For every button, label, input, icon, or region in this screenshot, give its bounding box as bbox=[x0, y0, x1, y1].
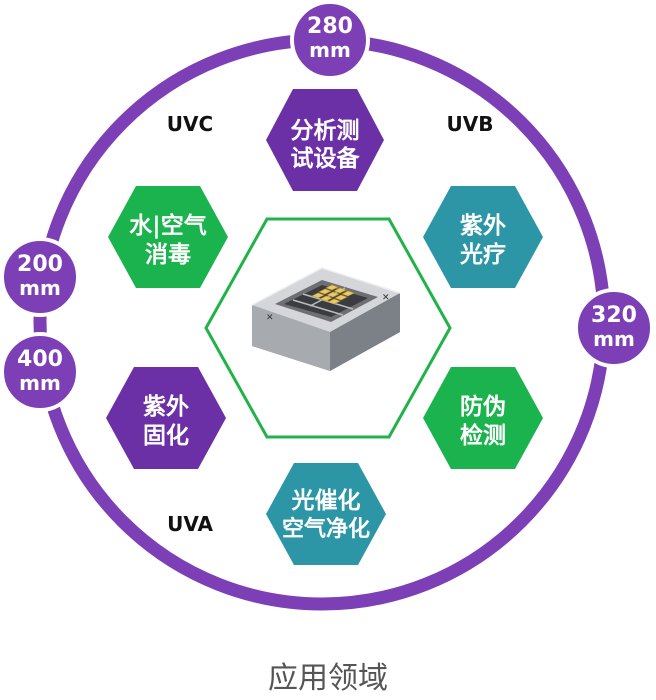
app-label-line1: 防伪 bbox=[460, 393, 506, 420]
app-label-line1: 光催化 bbox=[291, 487, 361, 514]
app-hex-anti-counterfeit: 防伪 检测 bbox=[423, 367, 543, 469]
wavelength-unit: mm bbox=[19, 371, 61, 395]
band-label-uvc: UVC bbox=[167, 112, 213, 136]
app-hex-photocatalysis: 光催化 空气净化 bbox=[266, 463, 386, 565]
band-label-uva: UVA bbox=[167, 512, 213, 536]
app-hex-analysis: 分析测 试设备 bbox=[266, 89, 384, 191]
svg-text:✕: ✕ bbox=[382, 293, 390, 303]
wavelength-value: 280 bbox=[307, 14, 353, 39]
app-label-line2: 空气净化 bbox=[282, 516, 370, 542]
wavelength-unit: mm bbox=[19, 276, 61, 300]
wavelength-value: 200 bbox=[17, 252, 63, 277]
wavelength-value: 400 bbox=[17, 347, 63, 372]
app-label-line1: 紫外 bbox=[143, 393, 189, 420]
wavelength-badge-400: 400 mm bbox=[0, 332, 80, 412]
svg-text:✕: ✕ bbox=[266, 313, 274, 323]
diagram-caption: 应用领域 bbox=[268, 661, 388, 696]
app-label-line2: 固化 bbox=[143, 422, 189, 449]
app-hex-phototherapy: 紫外 光疗 bbox=[423, 186, 543, 288]
app-label-line1: 紫外 bbox=[460, 212, 506, 239]
wavelength-unit: mm bbox=[593, 327, 635, 351]
app-label-line1: 分析测 bbox=[291, 118, 360, 144]
wavelength-unit: mm bbox=[309, 38, 351, 62]
wavelength-badge-200: 200 mm bbox=[0, 237, 80, 317]
wavelength-value: 320 bbox=[591, 303, 637, 328]
app-label-line2: 试设备 bbox=[291, 145, 361, 172]
wavelength-badge-320: 320 mm bbox=[574, 288, 654, 368]
uv-led-chip-icon: ✕ ✕ bbox=[251, 267, 401, 371]
wavelength-badge-280: 280 mm bbox=[290, 0, 370, 80]
app-label-line2: 消毒 bbox=[145, 242, 191, 268]
app-label-line2: 光疗 bbox=[459, 241, 506, 268]
app-hex-water-air: 水|空气 消毒 bbox=[108, 186, 228, 288]
app-label-line1: 水|空气 bbox=[129, 212, 206, 239]
band-label-uvb: UVB bbox=[447, 112, 494, 136]
app-label-line2: 检测 bbox=[460, 422, 506, 449]
app-hex-curing: 紫外 固化 bbox=[106, 367, 226, 469]
